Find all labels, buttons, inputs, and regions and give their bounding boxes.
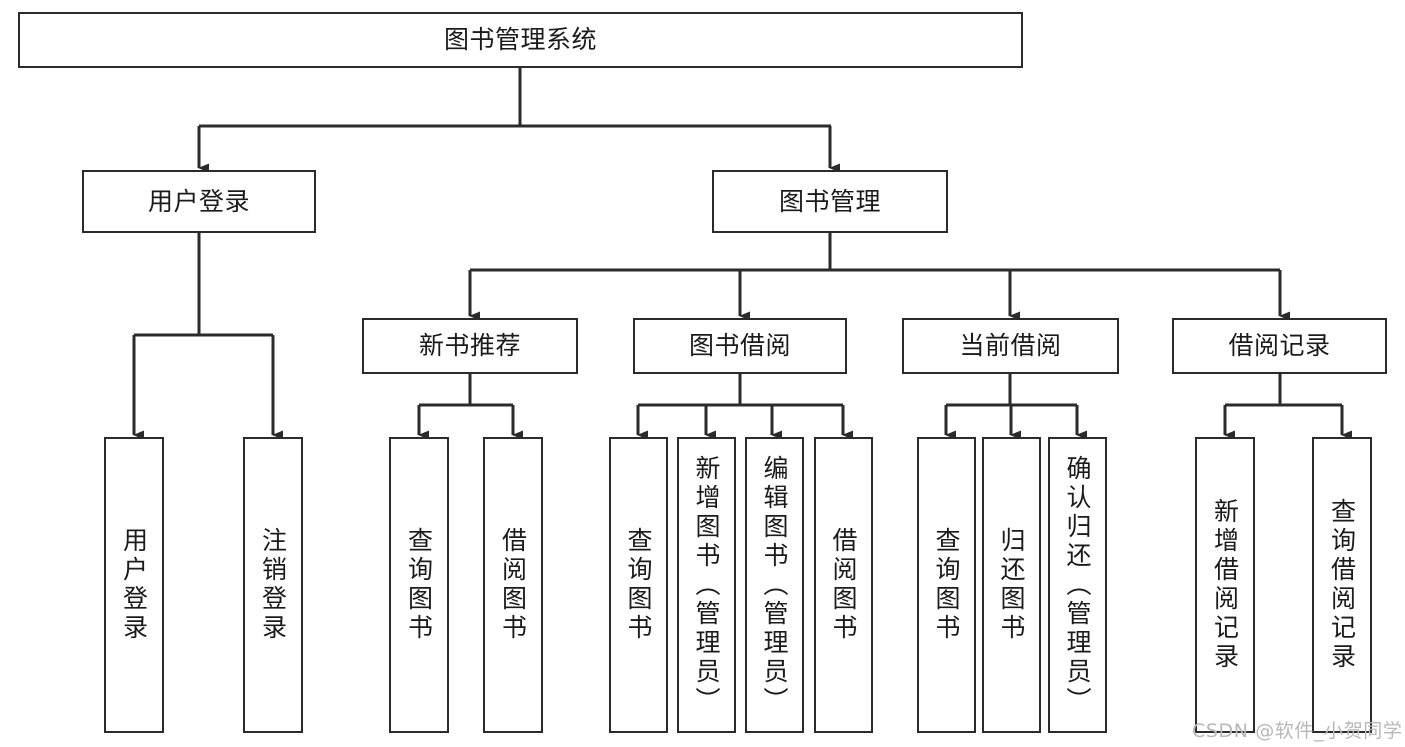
leaf-query-book-new-book[interactable]: 查询图书 — [389, 437, 449, 733]
node-label: 编辑图书（管理员） — [760, 454, 789, 716]
leaf-user-login[interactable]: 用户登录 — [104, 437, 164, 733]
node-label: 注销登录 — [258, 527, 288, 643]
node-label: 新增图书（管理员） — [692, 454, 721, 716]
node-book-borrow[interactable]: 图书借阅 — [633, 318, 847, 374]
node-label: 新增借阅记录 — [1210, 498, 1240, 672]
leaf-query-borrow-record[interactable]: 查询借阅记录 — [1312, 437, 1372, 733]
leaf-edit-book-admin[interactable]: 编辑图书（管理员） — [745, 437, 804, 733]
node-label: 查询图书 — [404, 527, 434, 643]
node-label: 借阅图书 — [829, 527, 858, 643]
leaf-borrow-book-borrow[interactable]: 借阅图书 — [814, 437, 873, 733]
node-label: 图书管理 — [778, 186, 881, 216]
leaf-query-book-current[interactable]: 查询图书 — [917, 437, 976, 733]
node-label: 借阅图书 — [498, 527, 528, 643]
leaf-add-borrow-record[interactable]: 新增借阅记录 — [1195, 437, 1255, 733]
leaf-query-book-borrow[interactable]: 查询图书 — [609, 437, 668, 733]
node-label: 查询图书 — [624, 527, 653, 643]
node-label: 借阅记录 — [1228, 331, 1331, 361]
node-label: 用户登录 — [147, 186, 250, 216]
leaf-borrow-book-new-book[interactable]: 借阅图书 — [483, 437, 543, 733]
node-label: 新书推荐 — [418, 331, 521, 361]
node-current-borrow[interactable]: 当前借阅 — [902, 318, 1119, 374]
node-borrow-record[interactable]: 借阅记录 — [1172, 318, 1387, 374]
node-label: 用户登录 — [119, 527, 149, 643]
node-label: 图书借阅 — [688, 331, 791, 361]
node-label: 查询借阅记录 — [1327, 498, 1357, 672]
node-label: 确认归还（管理员） — [1063, 454, 1092, 716]
node-label: 归还图书 — [997, 527, 1026, 643]
node-user-login[interactable]: 用户登录 — [82, 170, 316, 233]
node-label: 当前借阅 — [959, 331, 1062, 361]
leaf-add-book-admin[interactable]: 新增图书（管理员） — [677, 437, 736, 733]
node-book-management-system[interactable]: 图书管理系统 — [18, 12, 1023, 68]
node-label: 查询图书 — [932, 527, 961, 643]
leaf-return-book[interactable]: 归还图书 — [982, 437, 1041, 733]
node-label: 图书管理系统 — [443, 25, 597, 55]
leaf-confirm-return-admin[interactable]: 确认归还（管理员） — [1048, 437, 1107, 733]
node-new-book-recommend[interactable]: 新书推荐 — [362, 318, 578, 374]
leaf-logout-login[interactable]: 注销登录 — [243, 437, 303, 733]
node-book-management[interactable]: 图书管理 — [712, 170, 948, 233]
